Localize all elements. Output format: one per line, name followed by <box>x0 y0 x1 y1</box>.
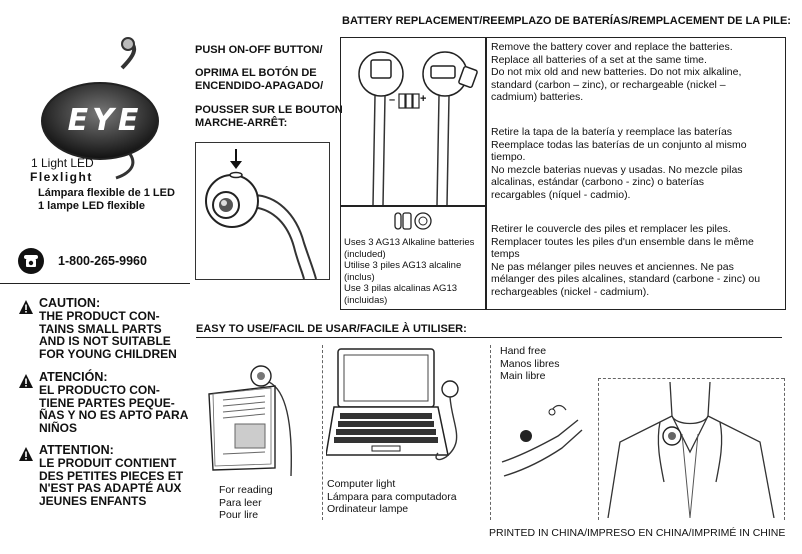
caption-line: Lámpara para computadora <box>327 490 457 503</box>
separator <box>490 345 491 520</box>
push-button-illustration <box>195 142 330 280</box>
uses-line: (incluidas) <box>344 294 388 306</box>
battery-instructions-box: Remove the battery cover and replace the… <box>486 37 786 310</box>
logo-text: EYE <box>67 103 143 138</box>
instruction-line: rechargeables (nickel - cadmium). <box>491 285 650 298</box>
printed-in-china: PRINTED IN CHINA/IMPRESO EN CHINA/IMPRIM… <box>489 527 786 539</box>
coin-battery-icon <box>394 212 432 230</box>
caption-line: Pour lire <box>219 509 259 521</box>
brand-french: 1 lampe LED flexible <box>38 200 145 212</box>
polarity-minus: – <box>389 94 396 106</box>
caution-es: ATENCIÓN: EL PRODUCTO CON- TIENE PARTES … <box>18 371 193 434</box>
separator <box>784 378 785 520</box>
instructions-en: Remove the battery cover and replace the… <box>491 41 785 104</box>
instruction-line: Ne pas mélanger piles neuves et ancienne… <box>491 260 734 273</box>
caution-line: FOR YOUNG CHILDREN <box>39 346 177 361</box>
instruction-line: mélanger des piles alcalines, standard (… <box>491 273 761 285</box>
caution-line: TAINS SMALL PARTS <box>39 321 162 336</box>
instruction-line: temps <box>491 248 520 260</box>
instruction-line: Remplacer toutes les piles d'un ensemble… <box>491 235 754 248</box>
caution-line: THE PRODUCT CON- <box>39 309 160 323</box>
eye-logo <box>30 36 170 186</box>
instruction-line: alcalinas, estándar (carbono - zinc) o b… <box>491 176 705 188</box>
instruction-line: Retire la tapa de la batería y reemplace… <box>491 126 733 138</box>
caution-line: LE PRODUIT CONTIENT <box>39 456 177 470</box>
push-button-en: PUSH ON-OFF BUTTON/ <box>195 44 323 56</box>
brand-spanish: Lámpara flexible de 1 LED <box>38 187 175 199</box>
caution-line: DES PETITES PIECES ET <box>39 468 184 483</box>
caution-fr: ATTENTION: LE PRODUIT CONTIENT DES PETIT… <box>18 444 193 507</box>
caption-line: Para leer <box>219 496 262 509</box>
push-button-es-2: ENCENDIDO-APAGADO/ <box>195 80 324 92</box>
instruction-line: No mezcle baterias nuevas y usadas. No m… <box>491 163 743 176</box>
phone-icon <box>18 248 44 274</box>
battery-cover-illustration <box>358 51 478 206</box>
laptop-illustration <box>325 345 486 475</box>
push-button-es-1: OPRIMA EL BOTÓN DE <box>195 67 317 79</box>
warning-icon <box>19 374 33 388</box>
computer-caption: Computer light Lámpara para computadora … <box>327 478 457 516</box>
caution-line: AND IS NOT SUITABLE <box>39 334 171 349</box>
instructions-es: Retire la tapa de la batería y reemplace… <box>491 126 785 201</box>
caution-line: EL PRODUCTO CON- <box>39 383 160 397</box>
instruction-line: standard (carbon – zinc), or rechargeabl… <box>491 78 726 91</box>
instruction-line: Do not mix old and new batteries. Do not… <box>491 66 742 78</box>
battery-diagram-box <box>340 37 486 206</box>
phone-number: 1-800-265-9960 <box>58 254 147 268</box>
instructions-fr: Retirer le couvercle des piles et rempla… <box>491 223 785 298</box>
lamp-head-icon <box>205 149 317 280</box>
caution-title: ATTENTION: <box>39 443 114 457</box>
caution-line: TIENE PARTES PEQUE- <box>39 395 175 410</box>
caption-line: Computer light <box>327 478 396 490</box>
caption-line: Hand free <box>500 345 547 357</box>
caption-line: Manos libres <box>500 357 560 370</box>
instruction-line: Retirer le couvercle des piles et rempla… <box>491 223 731 235</box>
warning-icon <box>19 447 33 461</box>
easy-divider <box>196 337 782 338</box>
brand-tag-flexlight: Flexlight <box>30 170 93 184</box>
brand-tag-light: 1 Light LED <box>31 156 94 170</box>
caution-line: NIÑOS <box>39 420 78 435</box>
warning-icon <box>19 300 33 314</box>
hands-free-caption: Hand free Manos libres Main libre <box>500 345 560 383</box>
reading-caption: For reading Para leer Pour lire <box>219 484 273 522</box>
caution-line: JEUNES ENFANTS <box>39 493 147 508</box>
caution-line: N'EST PAS ADAPTÉ AUX <box>39 481 182 496</box>
caption-line: For reading <box>219 484 273 496</box>
uses-line: Uses 3 AG13 Alkaline batteries <box>344 237 475 248</box>
instruction-line: Remove the battery cover and replace the… <box>491 41 733 53</box>
instruction-line: Reemplace todas las baterías de un conju… <box>491 138 747 151</box>
separator <box>598 378 784 379</box>
instruction-line: recargables (níquel - cadmio). <box>491 188 631 201</box>
arm-illustration <box>500 390 596 510</box>
caution-line: ÑAS Y NO ES APTO PARA <box>39 408 189 423</box>
instruction-line: cadmium) batteries. <box>491 91 584 103</box>
uses-line: (included) <box>344 248 386 260</box>
caption-line: Ordinateur lampe <box>327 503 409 515</box>
book-illustration <box>205 360 317 478</box>
uses-line: Use 3 pilas alcalinas AG13 <box>344 283 458 294</box>
left-divider <box>0 283 190 284</box>
push-button-fr-2: MARCHE-ARRÊT: <box>195 117 288 129</box>
instruction-line: tiempo. <box>491 151 526 163</box>
battery-uses-text: Uses 3 AG13 Alkaline batteries (included… <box>344 237 484 306</box>
easy-to-use-title: EASY TO USE/FACIL DE USAR/FACILE À UTILI… <box>196 323 467 335</box>
caption-line: Main libre <box>500 370 546 382</box>
instruction-line: Replace all batteries of a set at the sa… <box>491 53 707 66</box>
separator <box>598 378 599 520</box>
battery-replacement-title: BATTERY REPLACEMENT/REEMPLAZO DE BATERÍA… <box>342 15 791 27</box>
uses-line: (inclus) <box>344 271 375 283</box>
neck-illustration <box>600 381 782 519</box>
caution-title: CAUTION: <box>39 296 101 310</box>
uses-line: Utilise 3 piles AG13 alcaline <box>344 260 462 271</box>
battery-type-box: Uses 3 AG13 Alkaline batteries (included… <box>340 206 486 310</box>
polarity-plus: + <box>420 93 427 105</box>
push-button-fr-1: POUSSER SUR LE BOUTON <box>195 104 343 116</box>
eye-logo-graphic <box>41 37 159 180</box>
caution-title: ATENCIÓN: <box>39 370 108 384</box>
separator <box>322 345 323 520</box>
caution-en: CAUTION: THE PRODUCT CON- TAINS SMALL PA… <box>18 297 193 360</box>
